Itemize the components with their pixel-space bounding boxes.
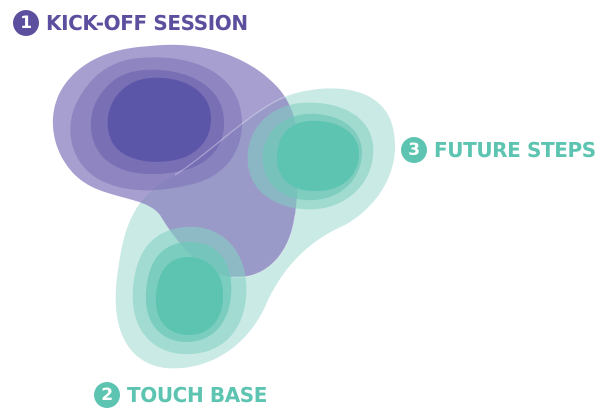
contour-line-b bbox=[231, 214, 296, 278]
step-number-badge-3: 3 bbox=[401, 137, 427, 163]
step-title-kickoff: KICK-OFF SESSION bbox=[46, 11, 248, 35]
step-title-future-steps: FUTURE STEPS bbox=[434, 138, 596, 162]
teal-touch-core bbox=[155, 257, 224, 336]
step-label-touch-base: 2 TOUCH BASE bbox=[94, 382, 267, 408]
step-number-badge-2: 2 bbox=[94, 382, 120, 408]
step-label-future-steps: 3 FUTURE STEPS bbox=[401, 137, 596, 163]
step-title-touch-base: TOUCH BASE bbox=[127, 383, 268, 407]
step-label-kickoff: 1 KICK-OFF SESSION bbox=[13, 10, 248, 36]
contour-line-a bbox=[174, 91, 301, 176]
teal-future-core bbox=[276, 120, 360, 192]
purple-core bbox=[107, 77, 211, 162]
step-number-badge-1: 1 bbox=[13, 10, 39, 36]
